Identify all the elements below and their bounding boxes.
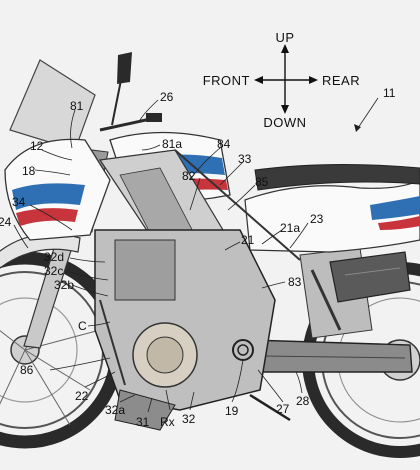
swingarm (249, 339, 413, 373)
ref-84: 84 (217, 137, 231, 151)
handlebar-and-mirror (99, 52, 162, 132)
ref-12: 12 (30, 139, 44, 153)
leader-lines (13, 97, 379, 413)
ref-11: 11 (383, 86, 396, 100)
ref-32a: 32a (105, 403, 125, 417)
ref-24: 24 (0, 215, 12, 229)
direction-compass (254, 44, 318, 114)
direction-down-label: DOWN (263, 115, 306, 130)
ref-21a: 21a (280, 221, 300, 235)
ref-31: 31 (136, 415, 150, 429)
ref-C: C (78, 319, 87, 333)
ref-34: 34 (12, 195, 26, 209)
ref-28: 28 (296, 394, 310, 408)
ref-21: 21 (241, 233, 255, 247)
engine (94, 229, 276, 431)
ref-82: 82 (182, 169, 196, 183)
ref-33: 33 (238, 152, 252, 166)
tail-bodywork (244, 163, 420, 253)
ref-81a: 81a (162, 137, 182, 151)
ref-85: 85 (255, 175, 269, 189)
footpeg (249, 393, 291, 422)
ref-19: 19 (225, 404, 239, 418)
ref-81: 81 (70, 99, 84, 113)
ref-86: 86 (20, 363, 34, 377)
ref-32: 32 (182, 412, 196, 426)
front-fender (0, 233, 81, 269)
ref-32c: 32c (44, 264, 63, 278)
ref-Rx: Rx (160, 415, 175, 429)
ref-27: 27 (276, 402, 290, 416)
direction-rear-label: REAR (322, 73, 360, 88)
ref-32b: 32b (54, 278, 74, 292)
ref-22: 22 (75, 389, 89, 403)
ref-26: 26 (160, 90, 174, 104)
ref-83: 83 (288, 275, 302, 289)
ref-18: 18 (22, 164, 36, 178)
direction-front-label: FRONT (203, 73, 250, 88)
ref-23: 23 (310, 212, 324, 226)
exhaust-silencer (329, 251, 411, 303)
ref-32d: 32d (44, 250, 64, 264)
direction-up-label: UP (275, 30, 294, 45)
